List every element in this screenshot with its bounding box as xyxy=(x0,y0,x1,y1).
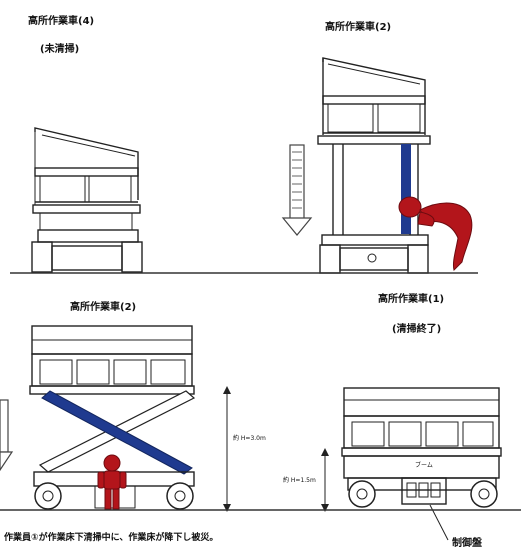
vehicle-2-bottom-drawing xyxy=(29,325,196,510)
vehicle-1-drawing: ブーム xyxy=(341,387,502,508)
vehicle-2-top-drawing xyxy=(317,57,431,274)
vehicle-1-label: 高所作業車(1) xyxy=(378,292,444,305)
vehicle-2-top-group: 高所作業車(2) xyxy=(281,20,473,274)
height-dimension-b: 約 H=1.5m xyxy=(283,448,329,512)
height-dimension-a: 約 H=3.0m xyxy=(223,386,266,512)
control-panel-leader xyxy=(429,504,449,541)
height-label-b: 約 H=1.5m xyxy=(283,476,316,484)
vehicle-4-label: 高所作業車(4) xyxy=(28,14,94,27)
control-panel-label: 制御盤 xyxy=(452,536,483,549)
vehicle-4-status: (未清掃) xyxy=(40,42,79,55)
vehicle-2-top-label: 高所作業車(2) xyxy=(325,20,391,33)
vehicle-4-drawing xyxy=(31,127,143,273)
height-label-a: 約 H=3.0m xyxy=(233,434,266,442)
down-arrow-icon xyxy=(0,399,14,472)
vehicle-2-bottom-label: 高所作業車(2) xyxy=(70,300,136,313)
vehicle-1-status: (清掃終了) xyxy=(392,322,441,335)
down-arrow-icon xyxy=(281,144,313,236)
boom-label: ブーム xyxy=(415,461,433,469)
vehicle-2-bottom-group: 高所作業車(2) xyxy=(0,300,266,512)
worker-figure-icon xyxy=(97,454,127,510)
vehicle-4-group: 高所作業車(4) (未清掃) xyxy=(28,14,143,273)
vehicle-1-group: 高所作業車(1) (清掃終了) ブーム xyxy=(283,292,502,549)
worker-figure-icon xyxy=(398,196,473,271)
accident-caption: 作業員①が作業床下清掃中に、作業床が降下し被災。 xyxy=(4,531,218,543)
